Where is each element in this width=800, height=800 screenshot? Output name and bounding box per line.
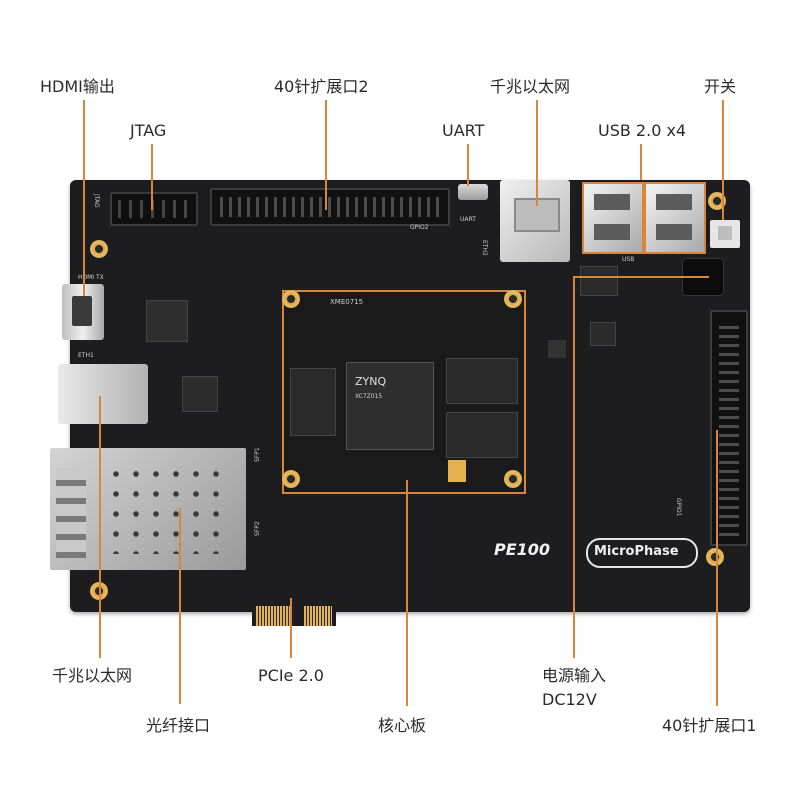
silk-gpio2: GPIO2: [410, 224, 429, 231]
label-sfp: 光纤接口: [146, 716, 211, 735]
brand-label: MicroPhase: [594, 544, 679, 559]
label-gbe-top: 千兆以太网: [490, 77, 571, 96]
label-uart: UART: [442, 121, 485, 140]
silk-usb: USB: [622, 256, 635, 263]
zynq-chip: ZYNQ XC7Z015: [346, 362, 434, 450]
label-power-2: DC12V: [542, 690, 597, 709]
silk-eth1: ETH1: [78, 352, 94, 359]
leader-power-h: [573, 276, 709, 278]
silk-sfp1: SFP1: [254, 447, 261, 462]
regulator: [590, 322, 616, 346]
core-mounting-hole: [504, 470, 522, 488]
leader-usb: [640, 144, 642, 180]
label-switch: 开关: [704, 77, 737, 96]
model-label: PE100: [494, 540, 551, 559]
leader-gbe-top: [536, 100, 538, 206]
ram-chip-right-1: [446, 358, 518, 404]
logic-chip: [182, 376, 218, 412]
mounting-hole: [708, 192, 726, 210]
uart-connector: [458, 184, 488, 200]
core-module: XME0715 ZYNQ XC7Z015: [282, 290, 526, 494]
ethernet-port-top: [500, 180, 570, 262]
core-mounting-hole: [282, 470, 300, 488]
power-switch: [710, 220, 740, 248]
label-hdmi: HDMI输出: [40, 77, 115, 96]
silk-sfp2: SFP2: [254, 521, 261, 536]
mounting-hole: [706, 548, 724, 566]
ram-chip-left: [290, 368, 336, 436]
silk-gpio1: GPIO1: [675, 498, 682, 517]
pcie-edge-connector: [252, 604, 336, 626]
dip-switch: [448, 460, 466, 482]
brand-logo: MicroPhase: [586, 538, 698, 568]
silk-hdmi: HDMI TX: [78, 274, 104, 281]
leader-jtag: [151, 144, 153, 210]
ethernet-port-left: [58, 364, 148, 424]
silk-uart: UART: [460, 216, 476, 223]
leader-switch: [722, 100, 724, 220]
leader-gpio2: [325, 100, 327, 210]
silk-eth2: ETH2: [481, 240, 488, 256]
leader-pcie: [290, 598, 292, 658]
silk-jtag: JTAG: [93, 194, 100, 208]
zynq-brand: ZYNQ: [355, 375, 387, 388]
leader-uart: [467, 144, 469, 186]
phy-chip: [146, 300, 188, 342]
leader-core: [406, 480, 408, 706]
label-core: 核心板: [378, 716, 427, 735]
leader-sfp: [179, 508, 181, 704]
usb-port-1: [582, 182, 644, 254]
label-gpio2: 40针扩展口2: [274, 77, 369, 96]
label-pcie: PCIe 2.0: [258, 666, 324, 685]
fpga-board: JTAG GPIO2 UART ETH2 USB GPIO1 HDMI TX E…: [50, 180, 750, 612]
label-jtag: JTAG: [130, 121, 167, 140]
sfp-cage: [50, 448, 246, 570]
core-mounting-hole: [504, 290, 522, 308]
jtag-header: [110, 192, 198, 226]
core-mounting-hole: [282, 290, 300, 308]
ram-chip-right-2: [446, 412, 518, 458]
leader-gbe-bottom: [99, 396, 101, 658]
usb-port-2: [644, 182, 706, 254]
label-usb: USB 2.0 x4: [598, 121, 687, 140]
regulator: [548, 340, 566, 358]
label-power-1: 电源输入: [542, 666, 607, 685]
gpio2-header: [210, 188, 450, 226]
leader-power: [573, 276, 575, 658]
leader-hdmi: [83, 100, 85, 296]
mounting-hole: [90, 240, 108, 258]
label-gbe-bottom: 千兆以太网: [52, 666, 133, 685]
core-module-id: XME0715: [330, 298, 364, 306]
leader-gpio1: [716, 430, 718, 706]
usb-hub-chip: [580, 266, 618, 296]
label-gpio1: 40针扩展口1: [662, 716, 757, 735]
zynq-part: XC7Z015: [355, 393, 383, 400]
